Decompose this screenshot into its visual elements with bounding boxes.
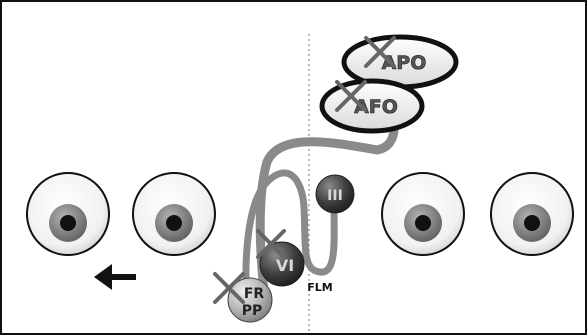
- vi-nucleus: VI: [259, 241, 305, 287]
- vi-label: VI: [276, 256, 294, 275]
- eye-icon: [381, 172, 465, 256]
- cross-mark-icon: [256, 229, 286, 259]
- flm-label: FLM: [307, 281, 332, 294]
- cross-mark-icon: [213, 272, 245, 304]
- eye-icon: [26, 172, 110, 256]
- afo-label: AFO: [354, 96, 398, 118]
- iii-nucleus: III: [315, 174, 355, 214]
- frpp-label-line2: PP: [242, 303, 263, 319]
- afo-node: AFO: [319, 78, 425, 134]
- pathway-band-mlf: [242, 169, 338, 306]
- iii-label: III: [327, 188, 343, 204]
- apo-label: APO: [382, 52, 427, 74]
- frpp-nucleus: FR PP: [227, 277, 273, 323]
- cross-mark-icon: [364, 36, 396, 68]
- frpp-label-line1: FR: [244, 286, 265, 302]
- apo-node: APO: [341, 34, 459, 90]
- eye-icon: [132, 172, 216, 256]
- eye-icon: [490, 172, 574, 256]
- left-arrow-icon: [94, 264, 136, 290]
- cross-mark-icon: [335, 80, 367, 112]
